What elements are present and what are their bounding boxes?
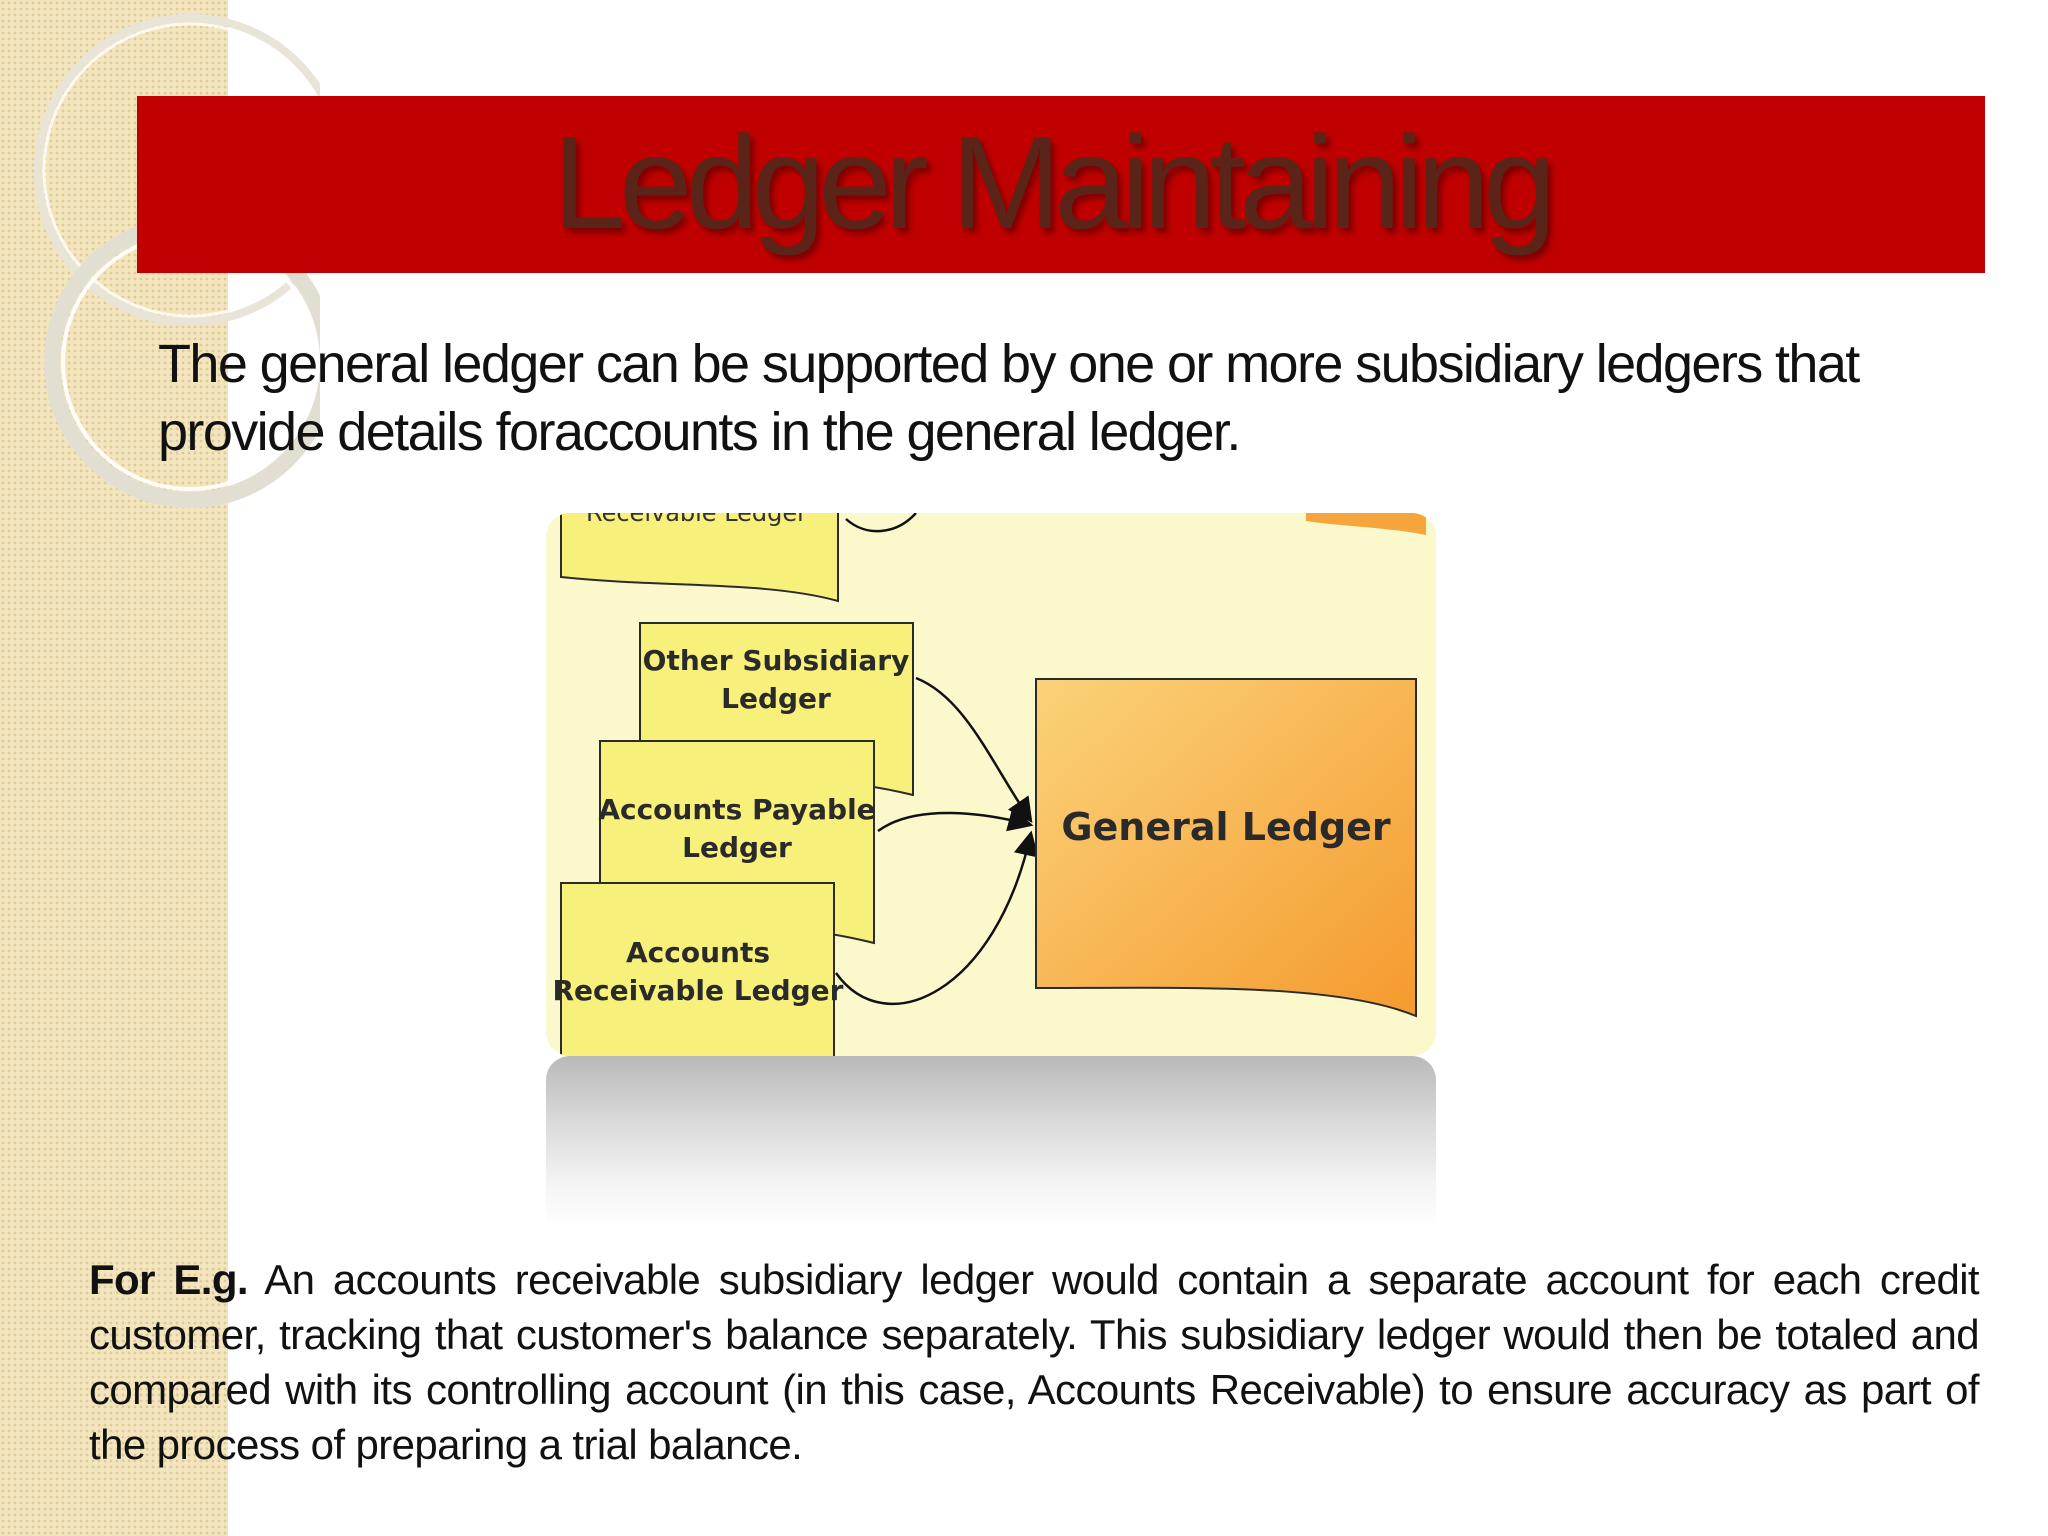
example-paragraph: For E.g. An accounts receivable subsidia… [89, 1252, 1980, 1472]
slide-title: Ledger Maintaining [552, 109, 1557, 256]
title-bar: Ledger Maintaining [137, 96, 1985, 273]
general-ledger-box [1035, 678, 1417, 1018]
top-cut-subsidiary-shape [560, 513, 839, 603]
intro-paragraph: The general ledger can be supported by o… [158, 334, 1860, 462]
arrow-payable-to-general [877, 807, 1034, 833]
general-ledger-label: General Ledger [1061, 805, 1391, 849]
top-cut-label: Receivable Ledger [586, 513, 807, 527]
ledger-diagram: Receivable Ledger Other Subsidiary Ledge… [546, 513, 1436, 1056]
subsidiary-other-line2: Ledger [721, 682, 831, 715]
subsidiary-other-line1: Other Subsidiary [643, 644, 910, 677]
diagram-reflection [546, 1056, 1436, 1226]
top-cut-arrow [845, 513, 917, 533]
top-cut-orange [1306, 513, 1426, 535]
arrow-receivable-to-general [834, 830, 1039, 1006]
subsidiary-box-receivable [560, 882, 835, 1056]
subsidiary-payable-line2: Ledger [682, 831, 792, 864]
subsidiary-receivable-line1: Accounts [626, 936, 770, 969]
arrow-other-to-general [915, 676, 1033, 824]
subsidiary-payable-line1: Accounts Payable [598, 793, 875, 826]
example-body: An accounts receivable subsidiary ledger… [89, 1256, 1980, 1468]
subsidiary-receivable-line2: Receivable Ledger [553, 974, 844, 1007]
example-lead: For E.g. [89, 1256, 249, 1303]
